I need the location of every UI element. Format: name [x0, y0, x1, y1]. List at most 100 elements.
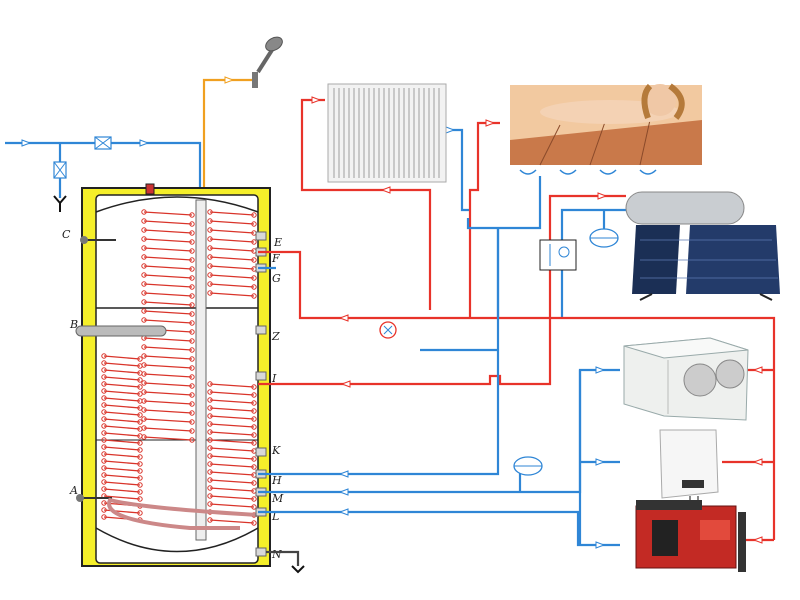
coil — [189, 257, 195, 263]
valve-icon[interactable] — [53, 161, 67, 179]
coil — [101, 486, 107, 492]
coil — [137, 426, 143, 432]
coil — [189, 392, 195, 398]
coil — [141, 236, 147, 242]
coil — [143, 211, 193, 216]
coil — [189, 365, 195, 371]
coil — [189, 248, 195, 254]
coil — [103, 425, 141, 430]
coil — [189, 347, 195, 353]
coil — [251, 239, 257, 245]
port-label-i: I — [271, 372, 277, 385]
coil — [209, 211, 255, 216]
valve-icon[interactable] — [94, 136, 112, 150]
coil — [143, 337, 193, 342]
coil — [251, 496, 257, 502]
radiator-circuit — [300, 83, 470, 310]
coil — [101, 465, 107, 471]
coil — [103, 362, 141, 367]
coil — [101, 409, 107, 415]
coil — [103, 481, 141, 486]
coil — [189, 329, 195, 335]
coil — [101, 500, 107, 506]
port-label-m: M — [271, 492, 284, 505]
coil — [103, 453, 141, 458]
pump-icon[interactable] — [379, 321, 397, 339]
coil — [103, 355, 141, 360]
pump-icon[interactable] — [539, 239, 577, 271]
coil — [251, 400, 257, 406]
storage-tank — [75, 183, 271, 567]
coil — [101, 367, 107, 373]
coil — [137, 363, 143, 369]
coil — [189, 419, 195, 425]
coil — [143, 373, 193, 378]
coil — [137, 391, 143, 397]
coil — [207, 290, 213, 296]
coil — [207, 272, 213, 278]
coil — [143, 292, 193, 297]
coil — [209, 274, 255, 279]
coil — [209, 479, 255, 484]
coil — [189, 374, 195, 380]
port-label-a: A — [69, 484, 78, 497]
coil — [103, 439, 141, 444]
coil — [137, 440, 143, 446]
expansion-vessel-icon — [513, 456, 543, 476]
coil — [209, 256, 255, 261]
coil — [189, 320, 195, 326]
port-label-b: B — [69, 318, 78, 331]
coil — [143, 391, 193, 396]
coil — [251, 408, 257, 414]
coil — [143, 229, 193, 234]
coil — [137, 412, 143, 418]
coil — [103, 383, 141, 388]
coil — [251, 480, 257, 486]
port-label-g: G — [272, 272, 281, 285]
heat-pump-icon — [623, 337, 749, 421]
coil — [143, 427, 193, 432]
coil — [143, 418, 193, 423]
main-headers — [258, 228, 776, 549]
coil — [101, 430, 107, 436]
coil — [189, 275, 195, 281]
coil — [103, 369, 141, 374]
underfloor-circuit — [466, 83, 702, 318]
coil — [137, 377, 143, 383]
coil — [103, 432, 141, 437]
coil — [141, 245, 147, 251]
coil — [251, 257, 257, 263]
coil — [209, 503, 255, 508]
coil — [251, 424, 257, 430]
coil — [207, 245, 213, 251]
coil — [141, 281, 147, 287]
coil — [103, 446, 141, 451]
coil — [251, 416, 257, 422]
coil — [103, 474, 141, 479]
port-label-l: L — [271, 510, 279, 523]
coil — [209, 495, 255, 500]
coil — [137, 468, 143, 474]
coil — [209, 283, 255, 288]
coil — [137, 454, 143, 460]
coil — [103, 460, 141, 465]
coil — [209, 292, 255, 297]
coil — [143, 319, 193, 324]
coil — [207, 453, 213, 459]
coil — [101, 395, 107, 401]
coil — [189, 401, 195, 407]
coil — [141, 290, 147, 296]
radiator-icon — [327, 83, 447, 183]
port-label-z: Z — [271, 330, 280, 343]
coil — [251, 212, 257, 218]
port-label-e: E — [273, 236, 282, 249]
coil — [189, 428, 195, 434]
coil — [207, 227, 213, 233]
coil — [137, 356, 143, 362]
coil — [143, 409, 193, 414]
coil — [103, 488, 141, 493]
coil — [207, 405, 213, 411]
coil — [189, 284, 195, 290]
coil — [189, 356, 195, 362]
